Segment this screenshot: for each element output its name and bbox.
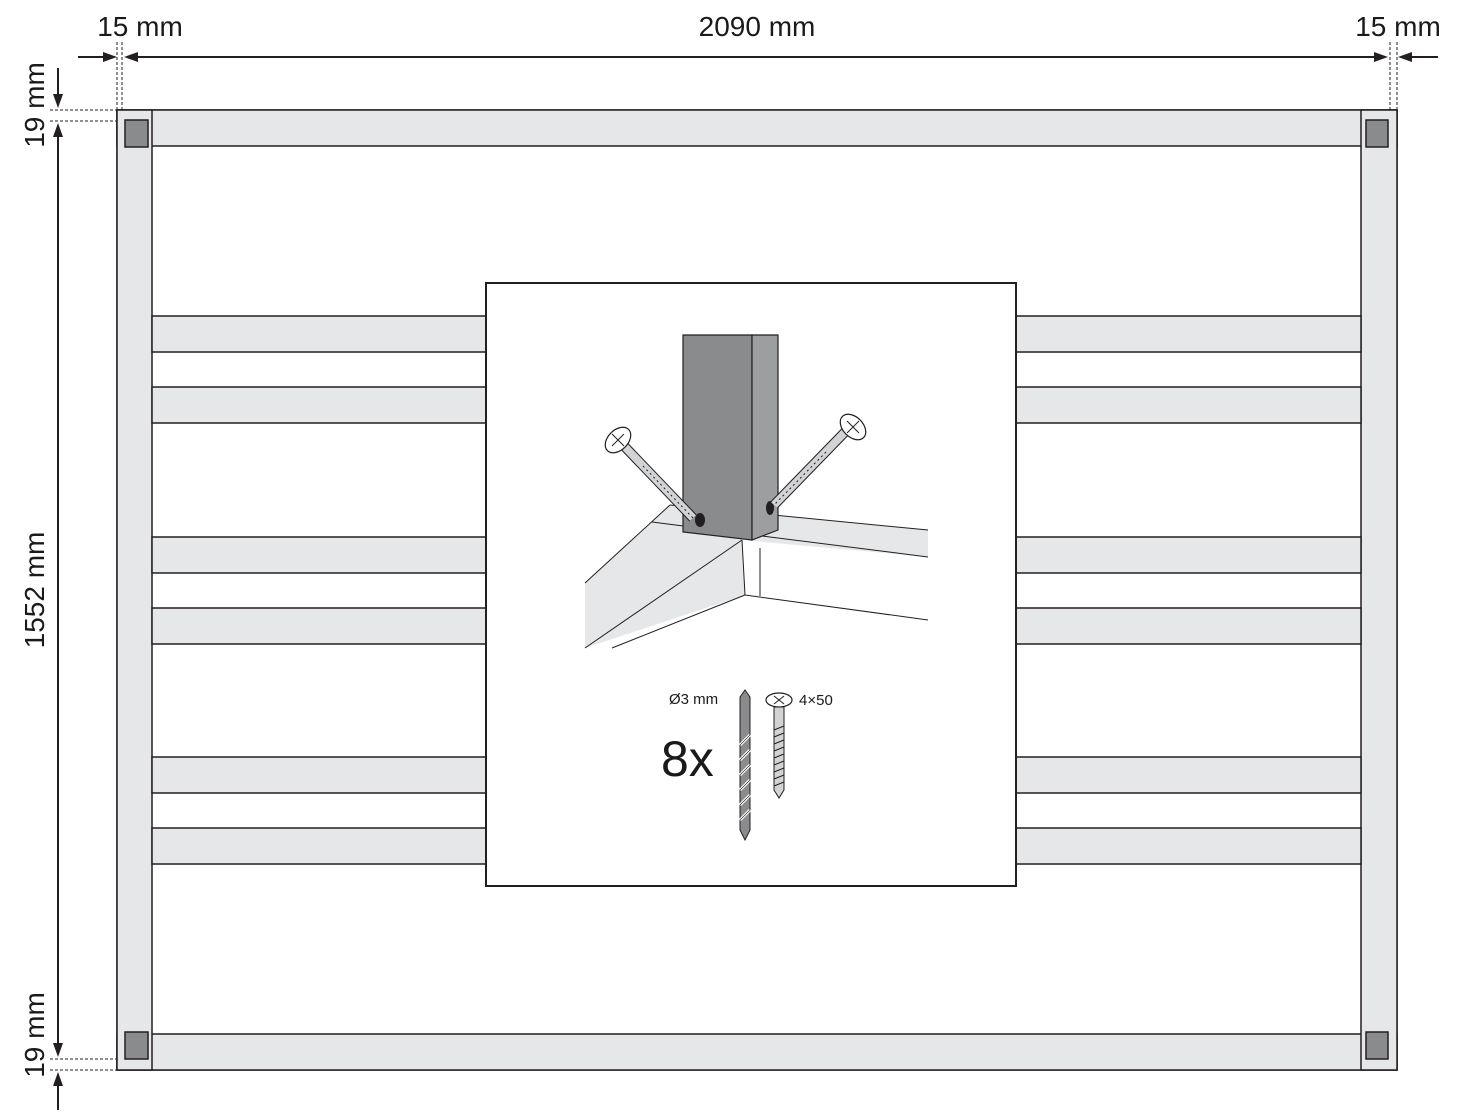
slat <box>1015 315 1362 353</box>
slat <box>151 386 487 424</box>
drill-bit-icon <box>738 689 752 842</box>
slat <box>151 827 487 865</box>
top-rail <box>116 109 1398 147</box>
slats-left <box>151 315 487 865</box>
slat <box>151 607 487 645</box>
slat <box>151 756 487 794</box>
dim-right-offset: 15 mm <box>1355 11 1441 42</box>
drill-size-label: Ø3 mm <box>669 691 718 708</box>
slat <box>1015 607 1362 645</box>
wood-screw-icon <box>765 692 793 799</box>
slat <box>1015 827 1362 865</box>
post-illustration <box>682 334 779 541</box>
dim-bottom-offset: 19 mm <box>19 992 50 1078</box>
screw-left-icon <box>604 426 697 522</box>
screw-right-icon <box>770 413 867 509</box>
quantity-label: 8x <box>661 731 714 787</box>
corner-post-top-right <box>1365 119 1389 148</box>
dim-top-offset: 19 mm <box>19 62 50 148</box>
left-rail <box>116 109 153 1071</box>
dim-height: 1552 mm <box>19 532 50 649</box>
dim-left-offset: 15 mm <box>97 11 183 42</box>
dim-width: 2090 mm <box>699 11 816 42</box>
slat <box>151 315 487 353</box>
corner-post-top-left <box>124 119 149 148</box>
slat <box>1015 756 1362 794</box>
detail-inset: Ø3 mm 4×50 8x <box>485 282 1017 887</box>
corner-post-bottom-left <box>124 1031 149 1060</box>
slat <box>151 536 487 574</box>
screw-size-label: 4×50 <box>799 692 833 709</box>
slat <box>1015 536 1362 574</box>
horizontal-dimensions: 15 mm 2090 mm 15 mm <box>78 11 1441 110</box>
corner-post-bottom-right <box>1365 1031 1389 1060</box>
slat <box>1015 386 1362 424</box>
vertical-dimensions: 19 mm 1552 mm 19 mm <box>19 62 117 1110</box>
bottom-rail <box>116 1033 1398 1071</box>
right-rail <box>1360 109 1398 1071</box>
